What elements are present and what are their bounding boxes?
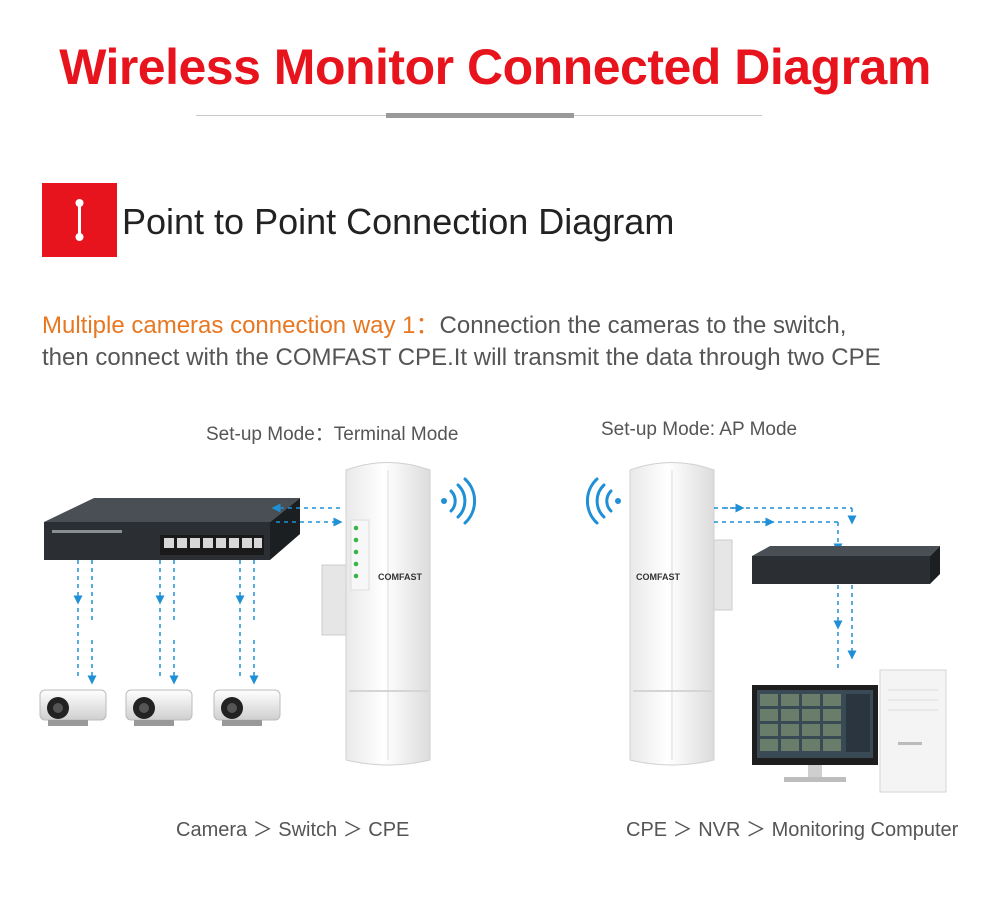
description-line-1-text: Connection the cameras to the switch,: [439, 312, 847, 339]
wifi-signal-icon: [441, 477, 477, 525]
monitoring-computer-icon: [752, 669, 947, 793]
right-mode-label: Set-up Mode: AP Mode: [601, 419, 798, 440]
description-line-2: then connect with the COMFAST CPE.It wil…: [42, 344, 881, 371]
right-caption: CPE ＞ NVR ＞ Monitoring Computer: [626, 819, 959, 841]
left-caption: Camera ＞ Switch ＞ CPE: [176, 819, 410, 841]
cpe-device-left: COMFAST: [321, 462, 431, 766]
left-mode-label: Set-up Mode：Terminal Mode: [206, 424, 459, 445]
description-line-1: Multiple cameras connection way 1：Connec…: [42, 305, 846, 340]
wifi-signal-icon: [585, 477, 621, 525]
cpe-brand-left: COMFAST: [378, 572, 423, 582]
cpe-device-right: COMFAST: [629, 462, 733, 766]
camera-icon: [39, 689, 107, 726]
nvr-device-icon: [752, 546, 940, 584]
camera-icon: [125, 689, 193, 726]
cpe-brand-right: COMFAST: [636, 572, 681, 582]
section-title: Point to Point Connection Diagram: [122, 201, 675, 242]
camera-icon: [213, 689, 281, 726]
network-switch-icon: [44, 498, 300, 560]
main-title: Wireless Monitor Connected Diagram: [59, 39, 931, 95]
section-icon: [42, 183, 117, 257]
title-divider-accent: [386, 113, 574, 118]
description-highlight: Multiple cameras connection way 1：: [42, 312, 440, 339]
